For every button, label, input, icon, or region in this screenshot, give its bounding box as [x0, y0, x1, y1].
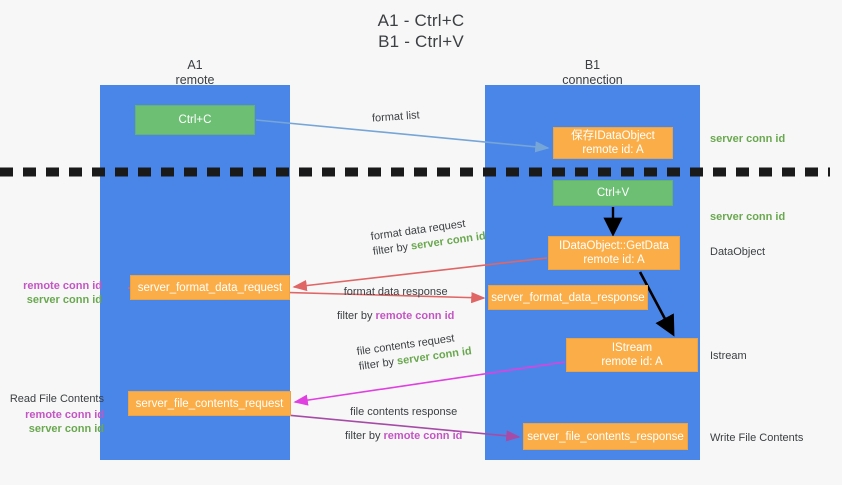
node-getdata-title: IDataObject::GetData: [559, 240, 669, 252]
filter-prefix: filter by: [358, 355, 398, 373]
label-file-contents-response-filter: filter by remote conn id: [345, 429, 462, 444]
column-a1-sub: remote: [175, 73, 215, 87]
title-line-2: B1 - Ctrl+V: [378, 32, 464, 51]
side-label-remote-conn-id-2: remote conn id: [25, 409, 104, 421]
node-file-contents-response-label: server_file_contents_response: [527, 430, 684, 443]
label-format-data-response-line1: format data response: [343, 286, 448, 298]
node-file-contents-request-label: server_file_contents_request: [135, 397, 284, 410]
node-ctrl-v-label: Ctrl+V: [596, 187, 630, 199]
node-save-idataobject-title: 保存IDataObject: [571, 130, 655, 142]
side-label-server-conn-mid: server conn id: [710, 211, 786, 223]
label-file-contents-response-line1: file contents response: [350, 406, 458, 418]
side-label-server-conn-id-2: server conn id: [28, 423, 104, 435]
label-format-list: format list: [372, 108, 421, 126]
node-format-data-response-label: server_format_data_response: [491, 291, 645, 304]
column-header-b1: B1 connection: [485, 58, 700, 88]
node-save-idataobject-subtitle: remote id: A: [582, 144, 644, 156]
node-istream-subtitle: remote id: A: [601, 356, 663, 368]
filter-value-remote-conn-id: remote conn id: [383, 430, 463, 442]
column-a1-name: A1: [187, 58, 203, 72]
label-format-list-text: format list: [371, 109, 421, 125]
node-idataobject-getdata[interactable]: IDataObject::GetData remote id: A: [548, 236, 680, 270]
column-b1-sub: connection: [562, 73, 623, 87]
side-label-remote-conn-id-1: remote conn id: [23, 280, 102, 292]
side-label-istream: Istream: [710, 350, 747, 362]
node-ctrl-v[interactable]: Ctrl+V: [553, 180, 673, 206]
node-ctrl-c-label: Ctrl+C: [178, 114, 212, 126]
node-server-file-contents-request[interactable]: server_file_contents_request: [128, 391, 291, 416]
filter-value-remote-conn-id: remote conn id: [375, 310, 455, 322]
column-header-a1: A1 remote: [100, 58, 290, 88]
title-line-1: A1 - Ctrl+C: [377, 11, 465, 30]
node-server-format-data-response[interactable]: server_format_data_response: [488, 285, 648, 310]
node-ctrl-c[interactable]: Ctrl+C: [135, 105, 255, 135]
side-label-server-conn-id-1: server conn id: [26, 294, 102, 306]
label-file-contents-response: file contents response filter by remote …: [345, 405, 462, 444]
node-istream-title: IStream: [611, 342, 653, 354]
node-save-idataobject[interactable]: 保存IDataObject remote id: A: [553, 127, 673, 159]
label-file-contents-request: file contents request filter by server c…: [356, 329, 473, 375]
side-label-read-file-contents: Read File Contents: [9, 393, 104, 405]
side-label-conn-ids-upper: remote conn id server conn id: [10, 279, 102, 307]
node-format-data-request-label: server_format_data_request: [137, 281, 283, 294]
node-server-format-data-request[interactable]: server_format_data_request: [130, 275, 290, 300]
node-getdata-subtitle: remote id: A: [583, 254, 645, 266]
diagram-title: A1 - Ctrl+C B1 - Ctrl+V: [0, 10, 842, 52]
side-label-server-conn-top: server conn id: [710, 133, 786, 145]
column-b1-name: B1: [584, 58, 601, 72]
node-istream[interactable]: IStream remote id: A: [566, 338, 698, 372]
side-label-dataobject: DataObject: [710, 246, 766, 258]
filter-prefix: filter by: [372, 240, 412, 258]
filter-prefix: filter by: [337, 310, 376, 322]
node-server-file-contents-response[interactable]: server_file_contents_response: [523, 423, 688, 450]
side-label-write-file-contents: Write File Contents: [710, 432, 804, 444]
side-label-read-file-group: Read File Contents remote conn id server…: [8, 392, 104, 436]
label-format-data-response-filter: filter by remote conn id: [337, 309, 454, 324]
filter-prefix: filter by: [345, 430, 384, 442]
label-format-data-request: format data request filter by server con…: [370, 214, 487, 260]
label-format-data-response: format data response filter by remote co…: [337, 285, 454, 324]
